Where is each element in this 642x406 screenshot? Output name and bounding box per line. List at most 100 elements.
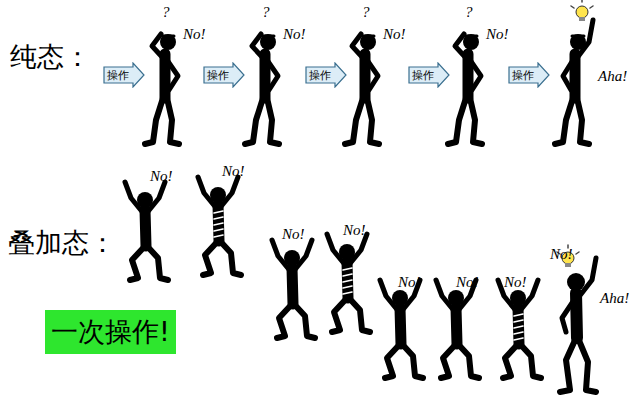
figure-arm: [577, 20, 593, 58]
figure-leg: [441, 344, 456, 378]
exclamation: No!: [383, 26, 406, 43]
figure-leg: [555, 98, 573, 144]
exclamation: Aha!: [600, 290, 629, 307]
figure-leg: [332, 298, 347, 332]
figure-leg: [367, 98, 379, 144]
shirt-stripe: [343, 292, 352, 294]
figure-arm: [562, 300, 574, 332]
shirt-stripe: [214, 235, 223, 237]
figure-arm: [152, 34, 163, 58]
figure-leg: [349, 298, 370, 332]
exclamation: No!: [222, 163, 245, 180]
bulb-ray: [571, 6, 574, 8]
figure-arm: [470, 60, 481, 90]
figure-head: [160, 34, 176, 50]
figure-arm: [252, 34, 263, 58]
exclamation: No!: [183, 26, 206, 43]
figure-arm: [167, 60, 178, 90]
operation-arrow: 操作: [103, 62, 145, 88]
figure-cap: [162, 35, 174, 38]
figure-arm: [327, 234, 346, 266]
shirt-stripe: [514, 326, 523, 328]
figure-leg: [578, 338, 596, 392]
figure-head: [260, 34, 276, 50]
exclamation: No!: [343, 222, 366, 239]
figure-leg: [577, 98, 589, 144]
exclamation: Aha!: [598, 68, 627, 85]
figure-arm: [455, 34, 466, 58]
operation-arrow: 操作: [508, 62, 550, 88]
node-text: 操作: [107, 68, 149, 83]
shirt-stripe: [214, 217, 223, 219]
figure-leg: [470, 98, 482, 144]
shirt-stripe: [514, 338, 523, 340]
exclamation: No!: [282, 226, 305, 243]
figure-arm: [272, 240, 291, 272]
shirt-stripe: [214, 229, 223, 231]
figure-leg: [267, 98, 279, 144]
figure-arm: [293, 240, 312, 272]
shirt-stripe: [343, 286, 352, 288]
light-bulb: [579, 17, 585, 21]
exclamation: No!: [398, 274, 421, 291]
node-text: 一次操作!: [51, 314, 170, 350]
exclamation: No!: [504, 274, 527, 291]
figure-arm: [146, 182, 165, 214]
exclamation: ?: [362, 4, 370, 21]
figure-leg: [560, 338, 576, 392]
node-text: 操作: [207, 68, 249, 83]
bulb-ray: [581, 0, 583, 2]
figure-cap: [465, 35, 477, 38]
figure-cap: [262, 35, 274, 38]
shirt-stripe: [343, 274, 352, 276]
exclamation: ?: [465, 4, 473, 21]
figure-arm: [578, 258, 596, 298]
note-box: 一次操作!: [45, 310, 176, 354]
figure-leg: [245, 98, 263, 144]
figure-arm: [380, 280, 399, 312]
figure-head: [360, 34, 376, 50]
shirt-stripe: [514, 314, 523, 316]
figure-leg: [277, 304, 292, 338]
figure-leg: [130, 246, 145, 280]
light-bulb: [576, 6, 588, 18]
figure-leg: [203, 241, 218, 275]
exclamation: No!: [150, 168, 173, 185]
figure-arm: [125, 182, 144, 214]
exclamation: ?: [162, 4, 170, 21]
row-label: 叠加态：: [8, 228, 116, 258]
exclamation: No!: [283, 26, 306, 43]
node-text: 操作: [412, 68, 454, 83]
shirt-stripe: [343, 280, 352, 282]
figure-leg: [294, 304, 315, 338]
shirt-stripe: [214, 211, 223, 213]
figure-arm: [267, 60, 278, 90]
shirt-stripe: [214, 223, 223, 225]
figure-head: [463, 34, 479, 50]
figure-cap: [572, 35, 584, 38]
exclamation: No!: [486, 26, 509, 43]
exclamation: ?: [262, 4, 270, 21]
figure-leg: [503, 344, 518, 378]
node-text: 操作: [512, 68, 554, 83]
exclamation: No!: [550, 246, 573, 263]
operation-arrow: 操作: [408, 62, 450, 88]
shirt-stripe: [343, 268, 352, 270]
figure-arm: [352, 34, 363, 58]
node-text: 操作: [309, 68, 351, 83]
exclamation: No!: [456, 274, 479, 291]
light-bulb: [565, 263, 571, 267]
figure-arm: [436, 280, 455, 312]
figure-arm: [563, 60, 573, 90]
figure-leg: [220, 241, 241, 275]
operation-arrow: 操作: [305, 62, 347, 88]
row-label: 纯态：: [10, 42, 91, 72]
figure-leg: [520, 344, 541, 378]
figure-cap: [362, 35, 374, 38]
figure-leg: [448, 98, 466, 144]
figure-leg: [458, 344, 479, 378]
figure-arm: [198, 177, 217, 209]
figure-arm: [367, 60, 378, 90]
figure-leg: [385, 344, 400, 378]
